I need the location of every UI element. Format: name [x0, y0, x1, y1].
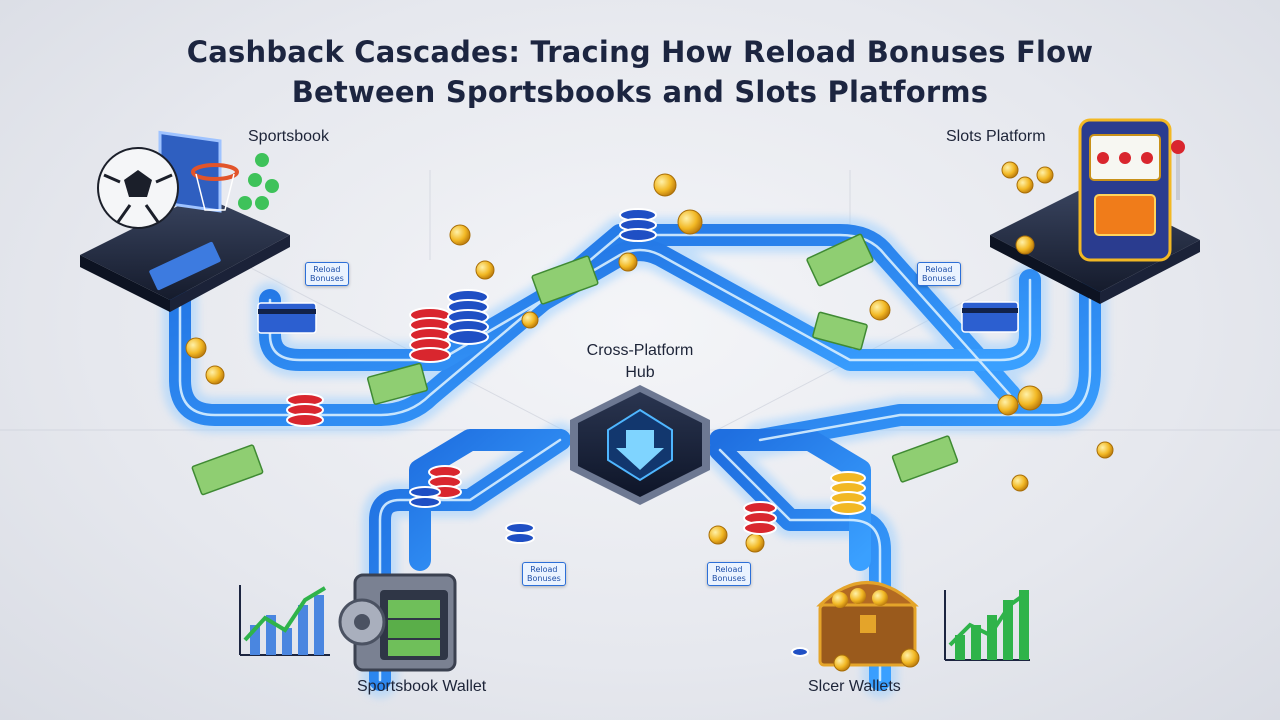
- tag-line-2: Bonuses: [712, 574, 746, 583]
- reload-bonuses-tag-3: Reload Bonuses: [522, 562, 566, 586]
- slots-wallets-treasure-chest-icon: [816, 581, 919, 667]
- track-center-lines: [178, 233, 1092, 682]
- label-slots-platform: Slots Platform: [946, 128, 1046, 145]
- slots-platform: [990, 118, 1200, 304]
- hub-label-line-2: Hub: [625, 364, 655, 381]
- reload-bonuses-tag-4: Reload Bonuses: [707, 562, 751, 586]
- growth-chart-icon-right: [944, 590, 1030, 661]
- label-sportsbook-wallet: Sportsbook Wallet: [357, 678, 487, 695]
- tag-line-1: Reload: [530, 565, 558, 574]
- soccer-ball-icon: [97, 147, 179, 229]
- sportsbook-platform: [80, 130, 290, 312]
- track-hub-left-branch: [409, 429, 571, 571]
- hub-label-line-1: Cross-Platform: [586, 342, 694, 359]
- gold-coin-icons: [185, 161, 1114, 672]
- dollar-bill-icons: [191, 233, 959, 496]
- label-cross-platform-hub: Cross-Platform Hub: [540, 340, 740, 384]
- title-line-2: Between Sportsbooks and Slots Platforms: [291, 75, 989, 109]
- title-line-1: Cashback Cascades: Tracing How Reload Bo…: [186, 35, 1094, 69]
- diagram-title: Cashback Cascades: Tracing How Reload Bo…: [0, 32, 1280, 112]
- slot-machine-icon: [1078, 118, 1185, 262]
- credit-card-icon: [149, 241, 221, 291]
- reload-bonuses-tag-2: Reload Bonuses: [917, 262, 961, 286]
- credit-card-icons: [257, 301, 1019, 334]
- tag-line-2: Bonuses: [527, 574, 561, 583]
- tag-line-1: Reload: [313, 265, 341, 274]
- poker-chip-stacks: [286, 208, 866, 657]
- tag-line-2: Bonuses: [310, 274, 344, 283]
- cross-platform-hub-chip: [570, 385, 710, 505]
- label-slots-wallets: Slcer Wallets: [808, 678, 901, 695]
- tag-line-1: Reload: [715, 565, 743, 574]
- growth-chart-icon-left: [239, 585, 330, 656]
- dollar-coins-green-icon: [238, 153, 279, 210]
- tag-line-1: Reload: [925, 265, 953, 274]
- reload-bonuses-tag-1: Reload Bonuses: [305, 262, 349, 286]
- sportsbook-wallet-vault-icon: [338, 573, 457, 672]
- tag-line-2: Bonuses: [922, 274, 956, 283]
- label-sportsbook: Sportsbook: [248, 128, 329, 145]
